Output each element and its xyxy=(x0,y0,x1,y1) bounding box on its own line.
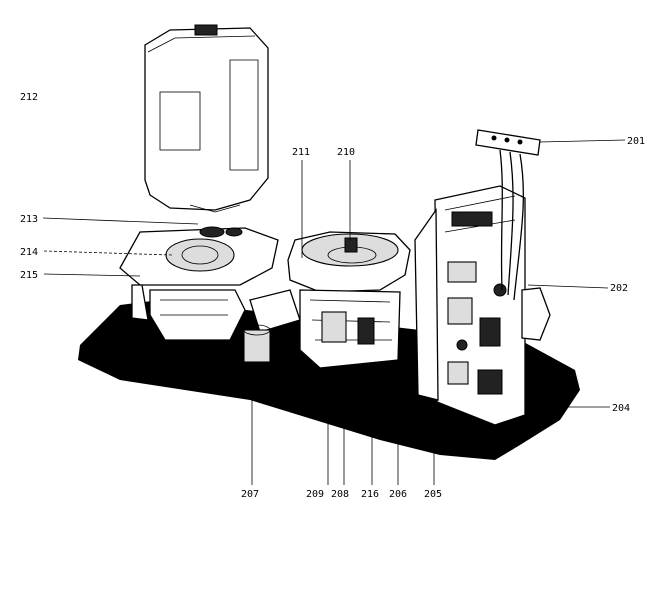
circuit-board xyxy=(414,185,551,426)
label-211: 211 xyxy=(292,147,310,158)
leader-lines xyxy=(42,139,626,485)
label-216: 216 xyxy=(361,489,379,500)
label-204: 204 xyxy=(612,403,630,414)
water-tank xyxy=(144,24,269,213)
label-215: 215 xyxy=(20,270,38,281)
label-201: 201 xyxy=(627,136,645,147)
cable-connector xyxy=(475,129,541,301)
label-209: 209 xyxy=(306,489,324,500)
label-210: 210 xyxy=(337,147,355,158)
label-213: 213 xyxy=(20,214,38,225)
tank-base-assembly xyxy=(119,226,279,341)
label-202: 202 xyxy=(610,283,628,294)
pump-assembly xyxy=(243,231,411,386)
label-207: 207 xyxy=(241,489,259,500)
part-labels: 201 202 204 205 206 207 208 209 210 211 … xyxy=(20,92,645,500)
label-205: 205 xyxy=(424,489,442,500)
label-214: 214 xyxy=(20,247,38,258)
label-208: 208 xyxy=(331,489,349,500)
label-206: 206 xyxy=(389,489,407,500)
label-212: 212 xyxy=(20,92,38,103)
